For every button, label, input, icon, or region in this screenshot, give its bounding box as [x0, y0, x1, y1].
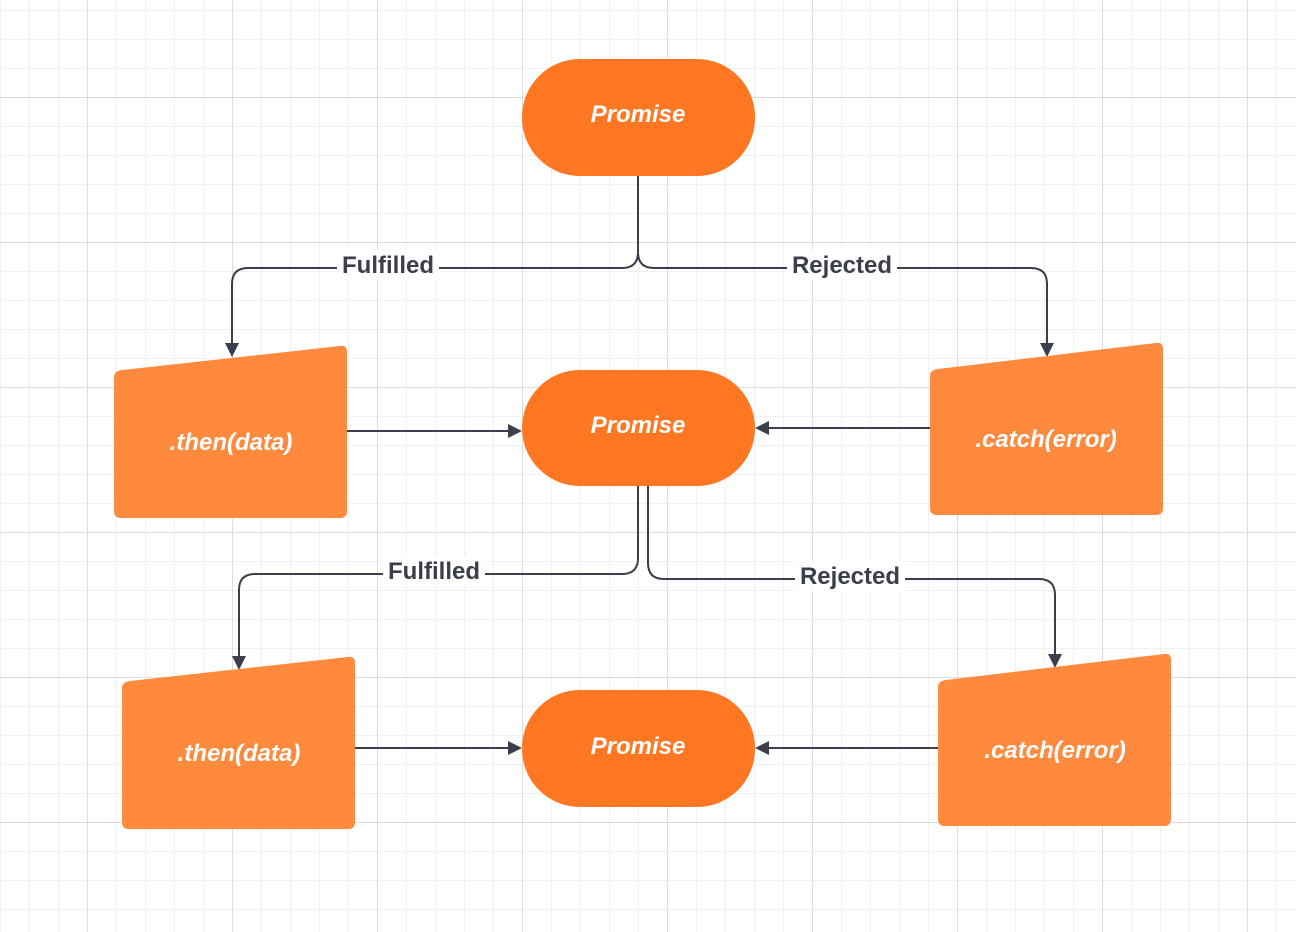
rejected-label: Rejected — [800, 563, 900, 590]
then-node-2[interactable]: .then(data) — [122, 656, 355, 829]
catch-node-1[interactable]: .catch(error) — [930, 342, 1163, 515]
rejected-label: Rejected — [792, 252, 892, 279]
edge-label-rejected-2: Rejected — [795, 561, 905, 591]
edge-label-fulfilled-1: Fulfilled — [337, 250, 439, 280]
edge-label-rejected-1: Rejected — [787, 250, 897, 280]
then-node-label: .then(data) — [170, 429, 293, 456]
promise-node-3[interactable]: Promise — [522, 690, 755, 807]
fulfilled-label: Fulfilled — [342, 252, 434, 279]
promise-node-1[interactable]: Promise — [522, 59, 755, 176]
catch-node-label: .catch(error) — [984, 737, 1125, 764]
promise-node-label: Promise — [591, 412, 686, 439]
edge-label-fulfilled-2: Fulfilled — [383, 556, 485, 586]
then-node-1[interactable]: .then(data) — [114, 345, 347, 518]
catch-node-2[interactable]: .catch(error) — [938, 653, 1171, 826]
catch-node-label: .catch(error) — [975, 426, 1116, 453]
fulfilled-label: Fulfilled — [388, 558, 480, 585]
promise-node-label: Promise — [591, 101, 686, 128]
then-node-label: .then(data) — [178, 740, 301, 767]
promise-node-label: Promise — [591, 733, 686, 760]
promise-node-2[interactable]: Promise — [522, 370, 755, 486]
